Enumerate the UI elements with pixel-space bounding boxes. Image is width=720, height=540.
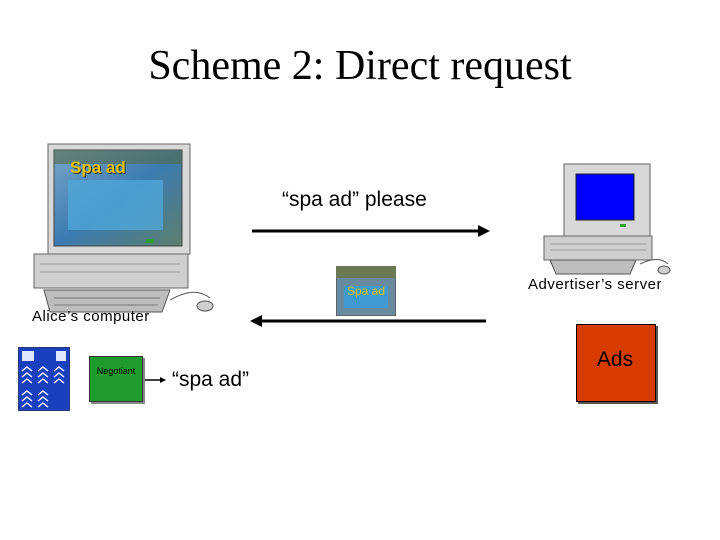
request-arrow-head [478,225,490,237]
document-icon [18,347,70,411]
negotiant-arrow-head [160,377,166,383]
thumbnail-ad-text: Spa ad [346,284,386,298]
advertiser-computer [543,163,671,275]
response-arrow-head [250,315,262,327]
negotiant-box [89,356,143,402]
alice-label: Alice’s computer [32,308,150,325]
negotiant-label: Negotiant [96,366,136,376]
ads-box [576,324,656,402]
screen-ad-text: Spa ad [70,158,126,177]
ads-label: Ads [596,348,634,371]
alice-computer [33,143,214,313]
slide-title: Scheme 2: Direct request [148,43,572,89]
request-label: “spa ad” please [282,188,427,211]
spa-ad-thumbnail [336,266,396,316]
keyword-label: “spa ad” [172,368,250,391]
advertiser-label: Advertiser’s server [528,276,662,293]
